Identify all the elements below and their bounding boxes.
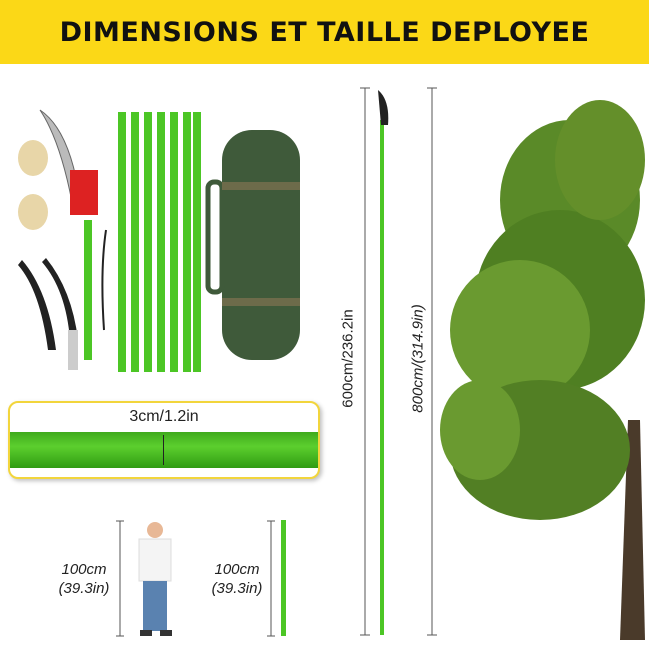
rope-icon [101,229,107,331]
child-figure [138,522,172,636]
gloves-icon [18,140,48,230]
carry-bag-icon [205,130,300,360]
pole-closeup [10,432,318,468]
section-height-label: 100cm (39.3in) [205,560,269,598]
diameter-marker [163,435,164,465]
spare-blades-icon [18,258,78,370]
height-800-label: 800cm/(314.9in) [409,304,427,413]
extended-pole [380,120,384,635]
section-height-in: (39.3in) [211,580,263,597]
child-height-in: (39.3in) [58,580,110,597]
child-height-cm: 100cm [61,561,107,578]
product-kit-illustration [18,109,300,372]
title-banner: DIMENSIONS ET TAILLE DEPLOYEE [0,0,649,64]
single-section-pole [281,520,286,636]
banner-title: DIMENSIONS ET TAILLE DEPLOYEE [59,16,590,48]
tree-illustration [440,100,645,640]
diameter-callout: 3cm/1.2in [8,401,320,479]
child-height-label: 100cm (39.3in) [52,560,116,598]
section-height-cm: 100cm [214,561,260,578]
diameter-label: 3cm/1.2in [129,408,199,425]
pruner-head-icon [70,170,98,360]
pole-sections-icon [118,112,201,372]
pruner-tip-icon [378,90,389,125]
height-600-label: 600cm/236.2in [339,309,357,408]
